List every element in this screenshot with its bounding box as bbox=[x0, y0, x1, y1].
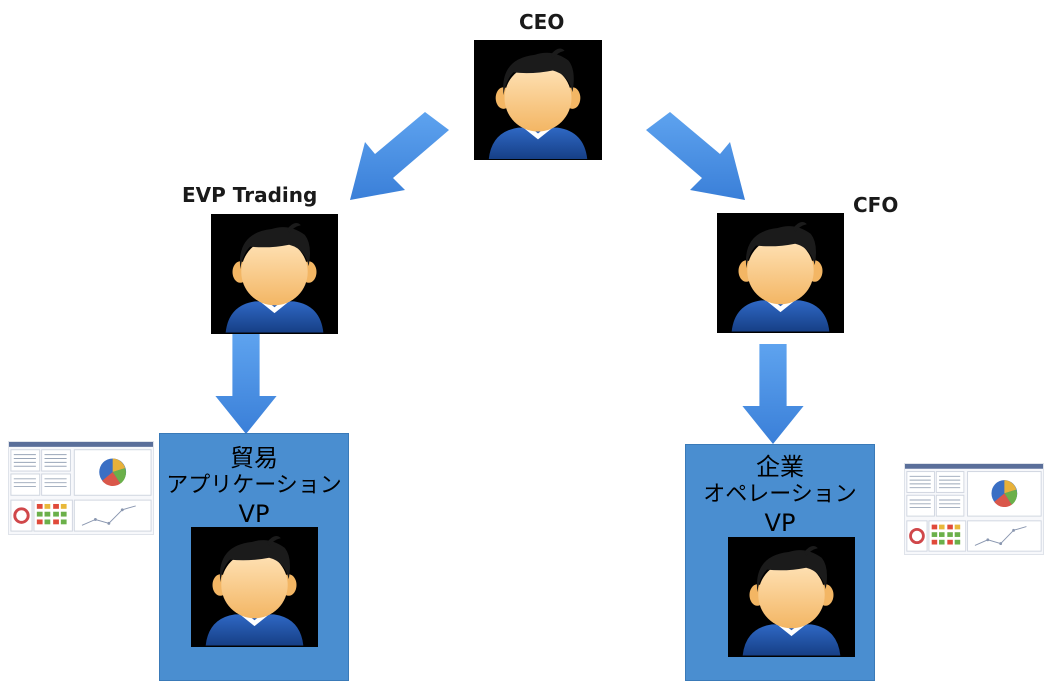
vp-trade-line2: アプリケーション bbox=[166, 473, 342, 498]
arrow-ceo-to-cfo bbox=[646, 112, 745, 200]
vp-ops-box: 企業 オペレーション VP bbox=[685, 444, 875, 681]
cfo-person-icon bbox=[717, 213, 844, 333]
ceo-person-icon bbox=[474, 40, 602, 160]
vp-ops-line2: オペレーション bbox=[703, 482, 857, 507]
vp-ops-line1: 企業 bbox=[756, 453, 804, 481]
vp-ops-person-icon bbox=[728, 537, 855, 657]
dashboard-thumbnail-left bbox=[8, 441, 154, 535]
arrow-cfo-to-vp bbox=[739, 344, 807, 444]
evp-trading-label: EVP Trading bbox=[182, 183, 318, 207]
arrow-ceo-to-evp bbox=[350, 112, 449, 200]
vp-trade-line1: 貿易 bbox=[230, 444, 278, 472]
ceo-label: CEO bbox=[519, 10, 565, 34]
arrow-evp-to-vp bbox=[212, 334, 280, 434]
cfo-label: CFO bbox=[853, 193, 899, 217]
vp-trade-line3: VP bbox=[238, 500, 270, 528]
dashboard-thumbnail-right bbox=[904, 463, 1044, 555]
evp-person-icon bbox=[211, 214, 338, 334]
vp-ops-line3: VP bbox=[764, 509, 796, 537]
vp-trade-box: 貿易 アプリケーション VP bbox=[159, 433, 349, 681]
vp-trade-person-icon bbox=[191, 527, 318, 647]
